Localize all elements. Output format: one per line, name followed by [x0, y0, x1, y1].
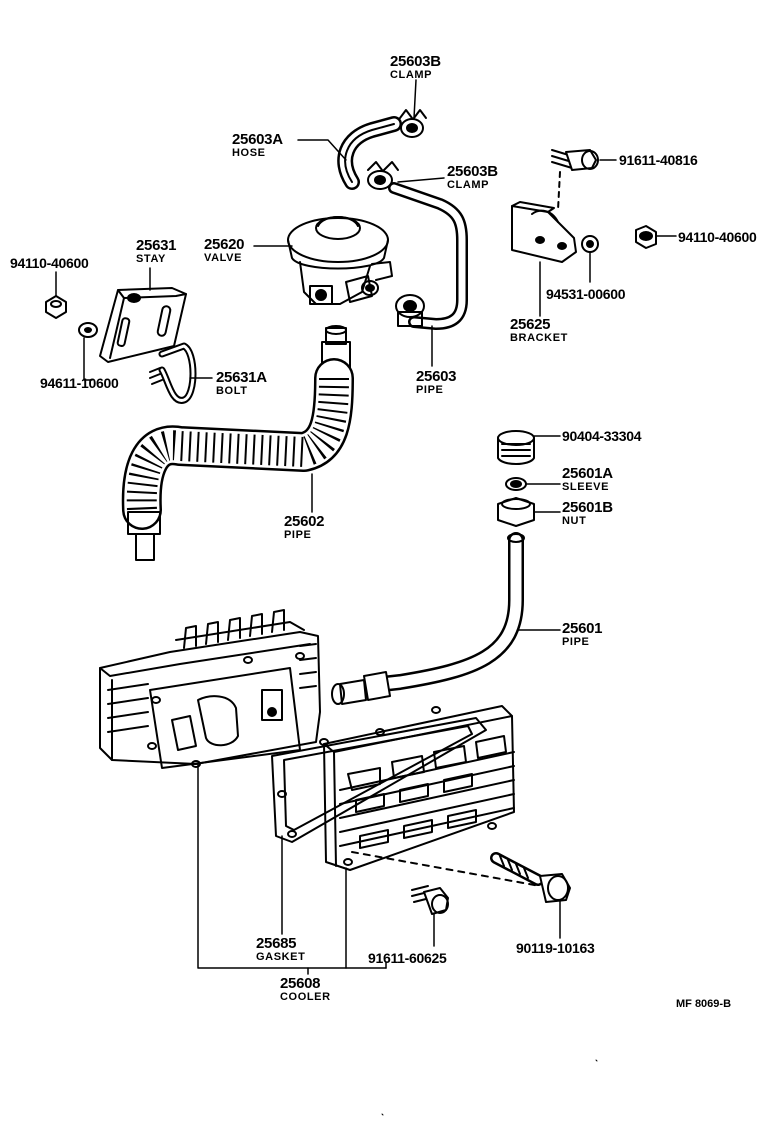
callout-25601a: 25601A SLEEVE — [562, 466, 613, 493]
part-name: SLEEVE — [562, 481, 610, 493]
cooler-plate — [323, 705, 541, 887]
callout-25603b-top: 25603B CLAMP — [390, 54, 441, 81]
part-number: 25603B — [447, 163, 498, 180]
part-number: 25631A — [216, 369, 267, 386]
part-number: 25603A — [232, 131, 283, 148]
nut-94110-40600-right — [635, 225, 657, 249]
part-name: NUT — [562, 515, 587, 527]
nut-94110-40600-left — [45, 295, 67, 319]
callout-25603: 25603 PIPE — [416, 368, 457, 396]
washer-94611-10600 — [78, 322, 98, 338]
cooler-body — [99, 609, 321, 769]
part-number: 25620 — [204, 236, 245, 253]
callout-25601b: 25601B NUT — [562, 500, 613, 527]
bolt-91611-60625 — [411, 885, 449, 915]
part-number: 25602 — [284, 513, 325, 530]
callout-94531-00600: 94531-00600 — [546, 286, 626, 302]
part-number: 25603 — [416, 368, 457, 385]
bolt-25631a — [149, 342, 197, 404]
callout-91611-60625: 91611-60625 — [368, 950, 447, 966]
callout-25608: 25608 COOLER — [280, 976, 331, 1003]
part-name: BRACKET — [510, 332, 568, 344]
hose-25603a — [337, 116, 402, 190]
callout-25631: 25631 STAY — [136, 237, 177, 265]
part-name: VALVE — [204, 252, 243, 264]
specks — [381, 1059, 598, 1116]
connector-90404-33304 — [497, 430, 535, 465]
part-number: 25608 — [280, 975, 321, 992]
callout-25625: 25625 BRACKET — [510, 317, 568, 344]
part-name: HOSE — [232, 147, 266, 159]
valve-25620 — [287, 216, 393, 305]
leader-lines — [55, 79, 677, 975]
callout-90404-33304: 90404-33304 — [562, 428, 642, 444]
part-number: 25601 — [562, 620, 603, 637]
callout-91611-40816: 91611-40816 — [619, 152, 698, 168]
callout-94611-10600: 94611-10600 — [40, 375, 119, 391]
callout-25601: 25601 PIPE — [562, 620, 603, 648]
part-number: 25625 — [510, 316, 551, 333]
part-name: BOLT — [216, 385, 248, 397]
bolt-90119-10163 — [490, 852, 571, 903]
part-name: STAY — [136, 253, 166, 265]
washer-94531-00600 — [581, 235, 599, 253]
callout-90119-10163: 90119-10163 — [516, 940, 595, 956]
bracket-25625 — [511, 201, 577, 263]
callout-25631a: 25631A BOLT — [216, 370, 267, 397]
pipe-25601 — [331, 532, 525, 705]
clamp-25603b-top — [399, 109, 427, 138]
figure-code: MF 8069-B — [676, 998, 732, 1010]
part-name: CLAMP — [390, 69, 433, 81]
part-number: 25603B — [390, 53, 441, 70]
bolt-91611-40816 — [551, 149, 599, 211]
part-name: COOLER — [280, 991, 331, 1003]
callout-25620: 25620 VALVE — [204, 236, 245, 264]
part-name: PIPE — [562, 636, 590, 648]
nut-25601b — [497, 497, 535, 527]
callout-25603a: 25603A HOSE — [232, 132, 283, 159]
callout-94110-40600-left: 94110-40600 — [10, 255, 89, 271]
pipe-25602 — [121, 325, 354, 561]
part-number: 25685 — [256, 935, 297, 952]
callout-25602: 25602 PIPE — [284, 513, 325, 541]
pipe-25603 — [388, 182, 468, 330]
clamp-25603b-mid — [367, 161, 399, 190]
part-name: CLAMP — [447, 179, 490, 191]
part-name: GASKET — [256, 951, 306, 963]
callout-94110-40600-right: 94110-40600 — [678, 229, 757, 245]
callout-25603b-mid: 25603B CLAMP — [447, 164, 498, 191]
part-name: PIPE — [416, 384, 444, 396]
callout-25685: 25685 GASKET — [256, 936, 305, 963]
sleeve-25601a — [505, 477, 527, 491]
part-number: 25631 — [136, 237, 177, 254]
part-number: 25601A — [562, 465, 613, 482]
part-name: PIPE — [284, 529, 312, 541]
part-number: 25601B — [562, 499, 613, 516]
